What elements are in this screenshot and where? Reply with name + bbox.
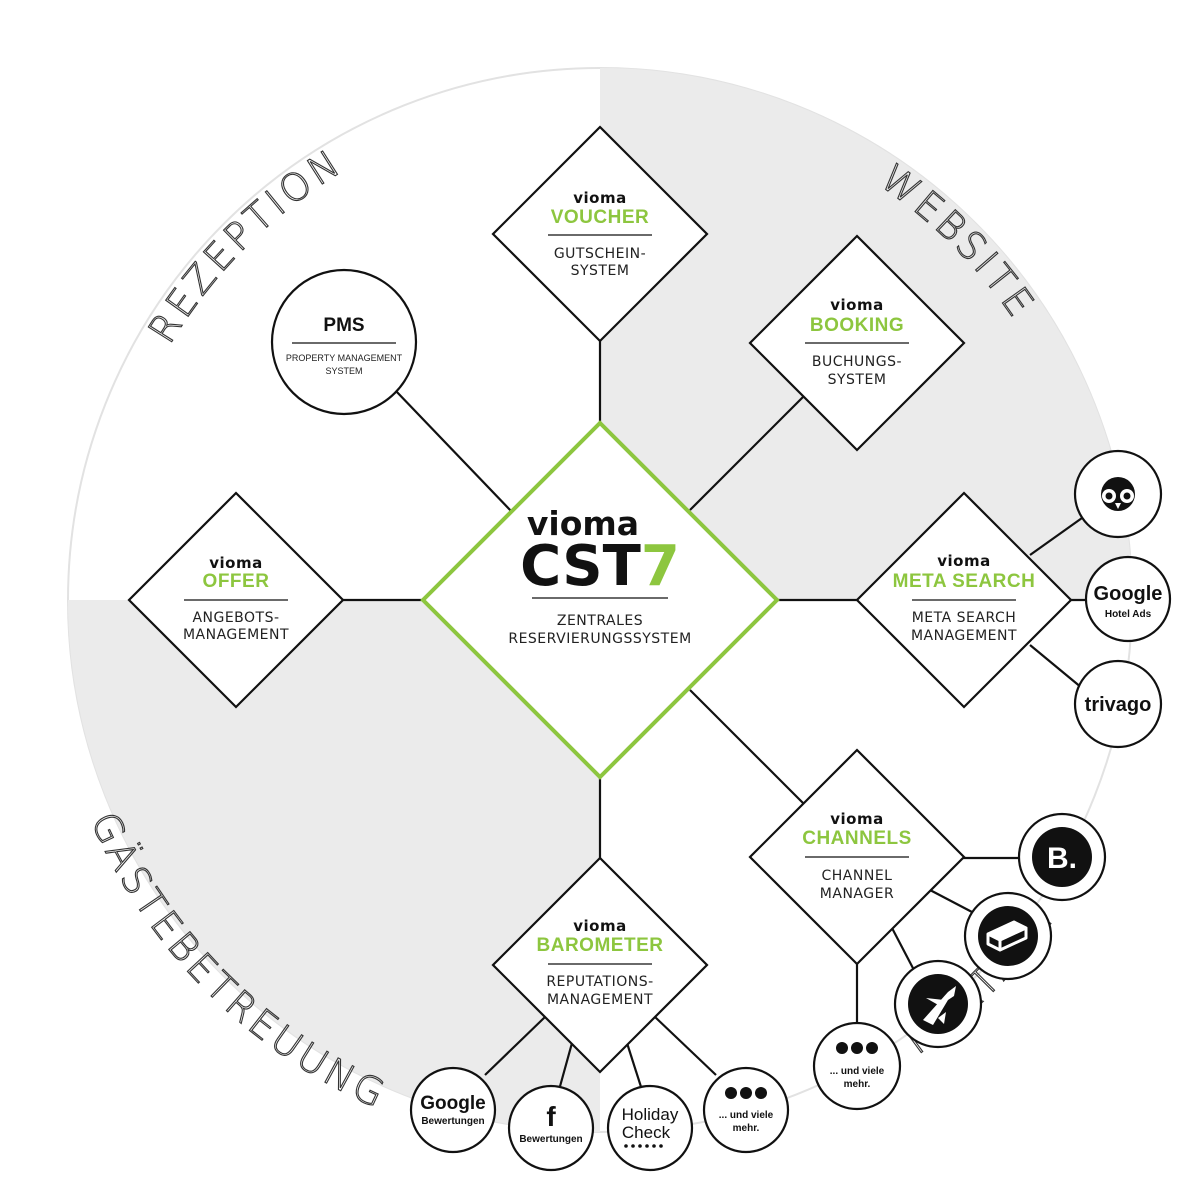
holidaycheck-dots-icon: [624, 1144, 663, 1148]
line-reviews-more: [654, 1016, 717, 1076]
center-diamond: [420, 420, 780, 780]
pms-circle: [270, 268, 418, 416]
barometer-diamond: [491, 856, 709, 1074]
partner-expedia[interactable]: [893, 959, 983, 1049]
line-channels: [689, 689, 806, 806]
google-reviews-line2: Bewertungen: [421, 1116, 484, 1127]
booking-product: BOOKING: [810, 315, 904, 336]
partner-holidaycheck[interactable]: Holiday Check: [606, 1084, 694, 1172]
google-reviews-line1: Google: [420, 1093, 485, 1114]
line-tripadvisor: [1029, 517, 1083, 556]
meta-search-desc-line2: MANAGEMENT: [911, 628, 1017, 644]
partner-channels-more[interactable]: ... und viele mehr.: [812, 1021, 902, 1111]
facebook-label: Bewertungen: [519, 1134, 582, 1145]
holidaycheck-line2: Check: [622, 1123, 671, 1142]
holidaycheck-line1: Holiday: [622, 1105, 679, 1124]
line-pms: [394, 389, 513, 513]
meta-search-desc-line1: META SEARCH: [912, 610, 1017, 626]
trivago-label: trivago: [1085, 694, 1152, 716]
module-voucher[interactable]: vioma VOUCHER GUTSCHEIN- SYSTEM: [491, 125, 709, 343]
sector-gaestebetreuung: [68, 600, 600, 1132]
offer-brand: vioma: [209, 554, 262, 572]
line-expedia: [891, 927, 916, 973]
line-booking: [689, 396, 804, 511]
partner-google-reviews[interactable]: Google Bewertungen: [409, 1066, 497, 1154]
bed-icon: [986, 920, 1028, 952]
barometer-desc-line1: REPUTATIONS-: [546, 974, 653, 990]
connector-lines: [342, 340, 1088, 1091]
booking-brand: vioma: [830, 296, 883, 314]
meta-search-product: META SEARCH: [893, 571, 1036, 592]
center-brand: vioma: [527, 504, 639, 543]
partner-google-hotel-ads[interactable]: Google Hotel Ads: [1084, 555, 1172, 643]
more-dots-icon: [836, 1042, 878, 1054]
channels-desc-line1: CHANNEL: [822, 868, 893, 884]
partner-booking-com[interactable]: B.: [1017, 812, 1107, 902]
booking-desc-line1: BUCHUNGS-: [812, 354, 902, 370]
voucher-product: VOUCHER: [551, 207, 650, 228]
center-node[interactable]: vioma CST7 ZENTRALES RESERVIERUNGSSYSTEM: [420, 420, 780, 780]
module-meta-search[interactable]: vioma META SEARCH META SEARCH MANAGEMENT: [855, 491, 1073, 709]
voucher-diamond: [491, 125, 709, 343]
line-holidaycheck: [625, 1042, 644, 1091]
line-hotelbeds: [929, 889, 973, 913]
pms-title: PMS: [323, 315, 364, 336]
pms-sub-line2: SYSTEM: [325, 366, 362, 376]
tripadvisor-owl-icon: [1101, 477, 1135, 511]
plane-icon: [923, 986, 956, 1025]
center-product: CST7: [520, 534, 680, 599]
partner-tripadvisor[interactable]: [1073, 449, 1163, 539]
more-dots-icon: [725, 1087, 767, 1099]
module-channels[interactable]: vioma CHANNELS CHANNEL MANAGER: [748, 748, 966, 966]
partner-trivago[interactable]: trivago: [1073, 659, 1163, 749]
reviews-more-line2: mehr.: [733, 1123, 760, 1134]
booking-com-logo: B.: [1047, 842, 1077, 875]
channels-more-line1: ... und viele: [830, 1066, 885, 1077]
channels-product: CHANNELS: [802, 828, 912, 849]
channels-desc-line2: MANAGER: [820, 886, 894, 902]
voucher-desc-line2: SYSTEM: [571, 263, 630, 279]
module-offer[interactable]: vioma OFFER ANGEBOTS- MANAGEMENT: [127, 491, 345, 709]
google-hotel-ads-line1: Google: [1094, 583, 1163, 605]
offer-desc-line1: ANGEBOTS-: [192, 610, 279, 626]
pms-sub-line1: PROPERTY MANAGEMENT: [286, 353, 403, 363]
partner-facebook[interactable]: f Bewertungen: [507, 1084, 595, 1172]
module-barometer[interactable]: vioma BAROMETER REPUTATIONS- MANAGEMENT: [491, 856, 709, 1074]
module-booking[interactable]: vioma BOOKING BUCHUNGS- SYSTEM: [748, 234, 966, 452]
channels-more-line2: mehr.: [844, 1079, 871, 1090]
barometer-product: BAROMETER: [537, 935, 664, 956]
partner-reviews-more[interactable]: ... und viele mehr.: [702, 1066, 790, 1154]
offer-desc-line2: MANAGEMENT: [183, 627, 289, 643]
line-facebook: [557, 1042, 574, 1091]
barometer-desc-line2: MANAGEMENT: [547, 992, 653, 1008]
google-hotel-ads-line2: Hotel Ads: [1105, 609, 1152, 620]
center-desc-line1: ZENTRALES: [557, 613, 643, 629]
voucher-desc-line1: GUTSCHEIN-: [554, 246, 646, 262]
meta-search-brand: vioma: [937, 552, 990, 570]
voucher-brand: vioma: [573, 189, 626, 207]
booking-desc-line2: SYSTEM: [828, 372, 887, 388]
offer-product: OFFER: [203, 571, 270, 592]
barometer-brand: vioma: [573, 917, 626, 935]
channels-brand: vioma: [830, 810, 883, 828]
module-pms[interactable]: PMS PROPERTY MANAGEMENT SYSTEM: [270, 268, 418, 416]
line-google-reviews: [484, 1016, 546, 1076]
facebook-icon: f: [546, 1101, 556, 1132]
center-desc-line2: RESERVIERUNGSSYSTEM: [508, 631, 691, 647]
center-product-name: CST: [520, 534, 641, 599]
line-trivago: [1029, 644, 1083, 689]
reviews-more-line1: ... und viele: [719, 1110, 774, 1121]
partner-hotelbeds[interactable]: [963, 891, 1053, 981]
center-version: 7: [641, 534, 680, 599]
